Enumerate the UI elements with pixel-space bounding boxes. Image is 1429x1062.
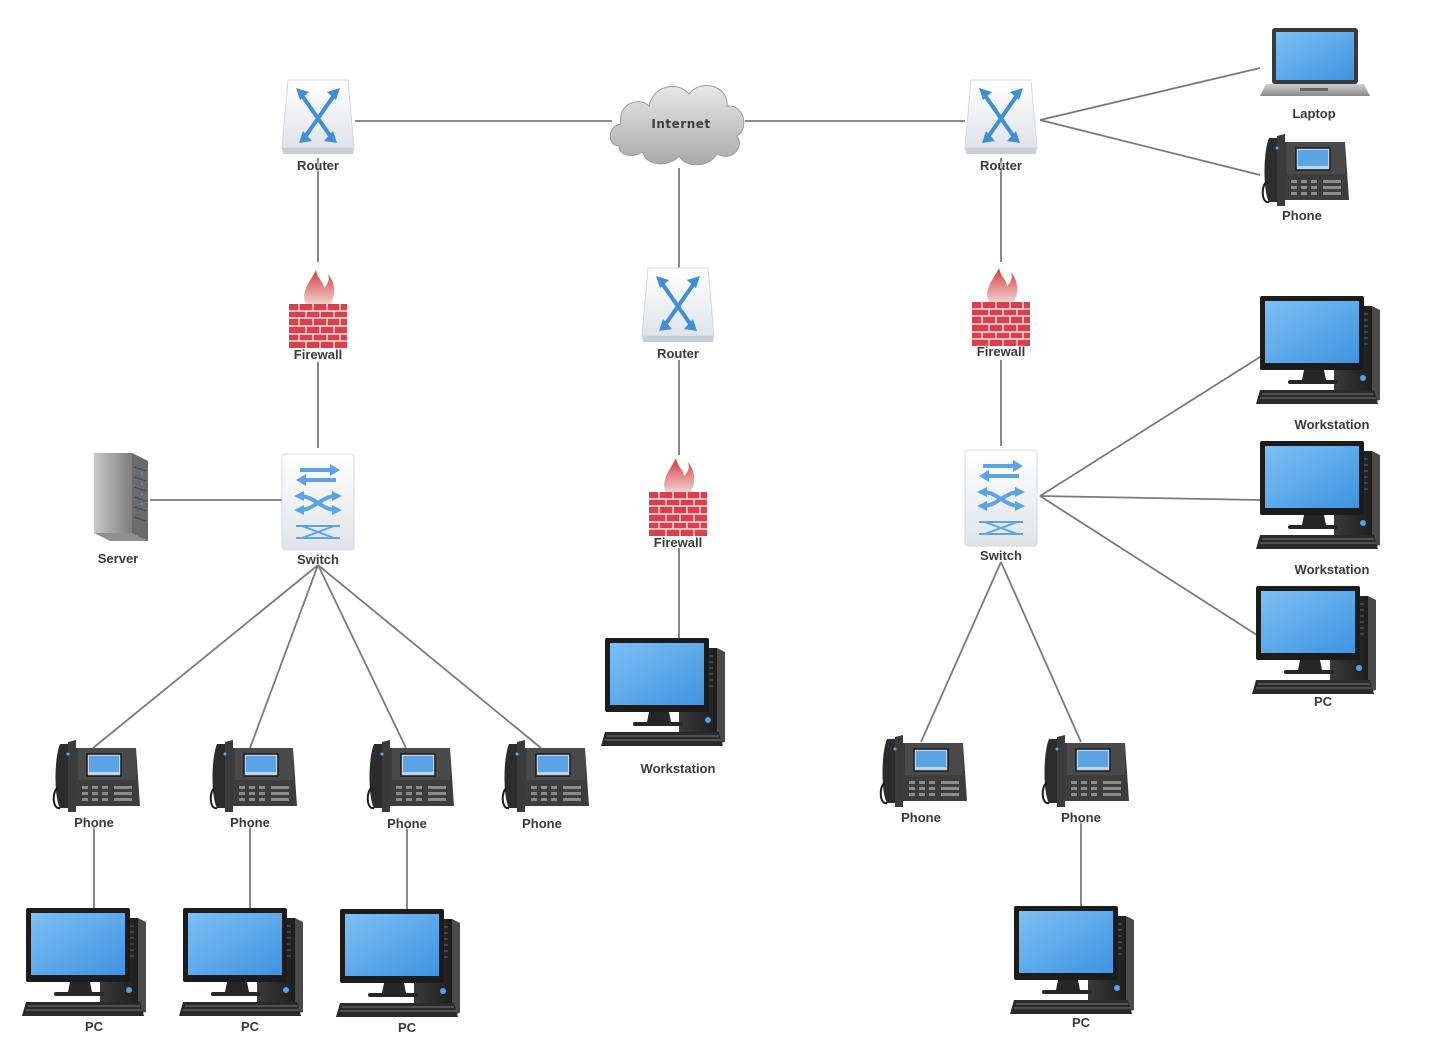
pc-icon-right-side[interactable] (1251, 585, 1377, 695)
pc-label-right-side: PC (1313, 694, 1333, 709)
router-label-center: Router (657, 346, 699, 361)
phone-label-right-1: Phone (901, 810, 941, 825)
firewall-label-center: Firewall (653, 535, 703, 550)
workstation-label-right-2: Workstation (1294, 562, 1370, 577)
firewall-icon-center[interactable] (648, 457, 708, 537)
link-line (1039, 67, 1261, 121)
links-layer (92, 67, 1261, 911)
server-label: Server (97, 551, 139, 566)
phone-icon-right-top[interactable] (1261, 133, 1350, 207)
pc-label-right-bottom: PC (1071, 1015, 1091, 1030)
workstation-icon-right-2[interactable] (1255, 440, 1381, 550)
link-line (1039, 495, 1261, 501)
switch-icon-right[interactable] (963, 448, 1039, 548)
router-label-right: Router (980, 158, 1022, 173)
workstation-label-center: Workstation (640, 761, 716, 776)
link-line (920, 561, 1002, 743)
link-line (92, 564, 319, 749)
server-icon[interactable] (93, 452, 149, 542)
phone-label-left-4: Phone (522, 816, 562, 831)
pc-label-left-1: PC (84, 1019, 104, 1034)
firewall-label-left: Firewall (293, 347, 343, 362)
phone-label-left-3: Phone (387, 816, 427, 831)
internet-label: Internet (651, 117, 711, 131)
phone-icon-left-4[interactable] (501, 739, 590, 813)
phone-label-right-top: Phone (1282, 208, 1322, 223)
firewall-icon-right[interactable] (971, 267, 1031, 347)
phone-icon-left-1[interactable] (52, 739, 141, 813)
link-line (249, 564, 319, 749)
phone-label-left-1: Phone (74, 815, 114, 830)
pc-icon-left-2[interactable] (178, 907, 304, 1017)
phone-label-right-2: Phone (1061, 810, 1101, 825)
workstation-label-right-1: Workstation (1294, 417, 1370, 432)
switch-label-right: Switch (980, 548, 1022, 563)
router-icon-right[interactable] (963, 78, 1039, 156)
pc-icon-left-3[interactable] (335, 908, 461, 1018)
laptop-icon[interactable] (1260, 28, 1370, 96)
phone-icon-right-2[interactable] (1041, 734, 1130, 808)
link-line (317, 564, 407, 749)
phone-icon-left-3[interactable] (366, 739, 455, 813)
switch-label-left: Switch (297, 552, 339, 567)
pc-icon-left-1[interactable] (21, 907, 147, 1017)
link-line (1039, 356, 1261, 497)
router-label-left: Router (297, 158, 339, 173)
link-line (1039, 495, 1261, 638)
router-icon-center[interactable] (640, 266, 716, 344)
link-line (1039, 119, 1261, 176)
pc-icon-right-bottom[interactable] (1009, 905, 1135, 1015)
link-line (1000, 561, 1082, 743)
internet-cloud[interactable] (609, 85, 745, 166)
workstation-icon-center[interactable] (600, 637, 726, 747)
firewall-icon-left[interactable] (288, 269, 348, 349)
pc-label-left-2: PC (240, 1019, 260, 1034)
switch-icon-left[interactable] (280, 452, 356, 552)
phone-icon-left-2[interactable] (209, 739, 298, 813)
router-icon-left[interactable] (280, 78, 356, 156)
workstation-icon-right-1[interactable] (1255, 295, 1381, 405)
firewall-label-right: Firewall (976, 344, 1026, 359)
link-line (317, 564, 542, 749)
phone-icon-right-1[interactable] (879, 734, 968, 808)
pc-label-left-3: PC (397, 1020, 417, 1035)
phone-label-left-2: Phone (230, 815, 270, 830)
laptop-label: Laptop (1292, 106, 1336, 121)
